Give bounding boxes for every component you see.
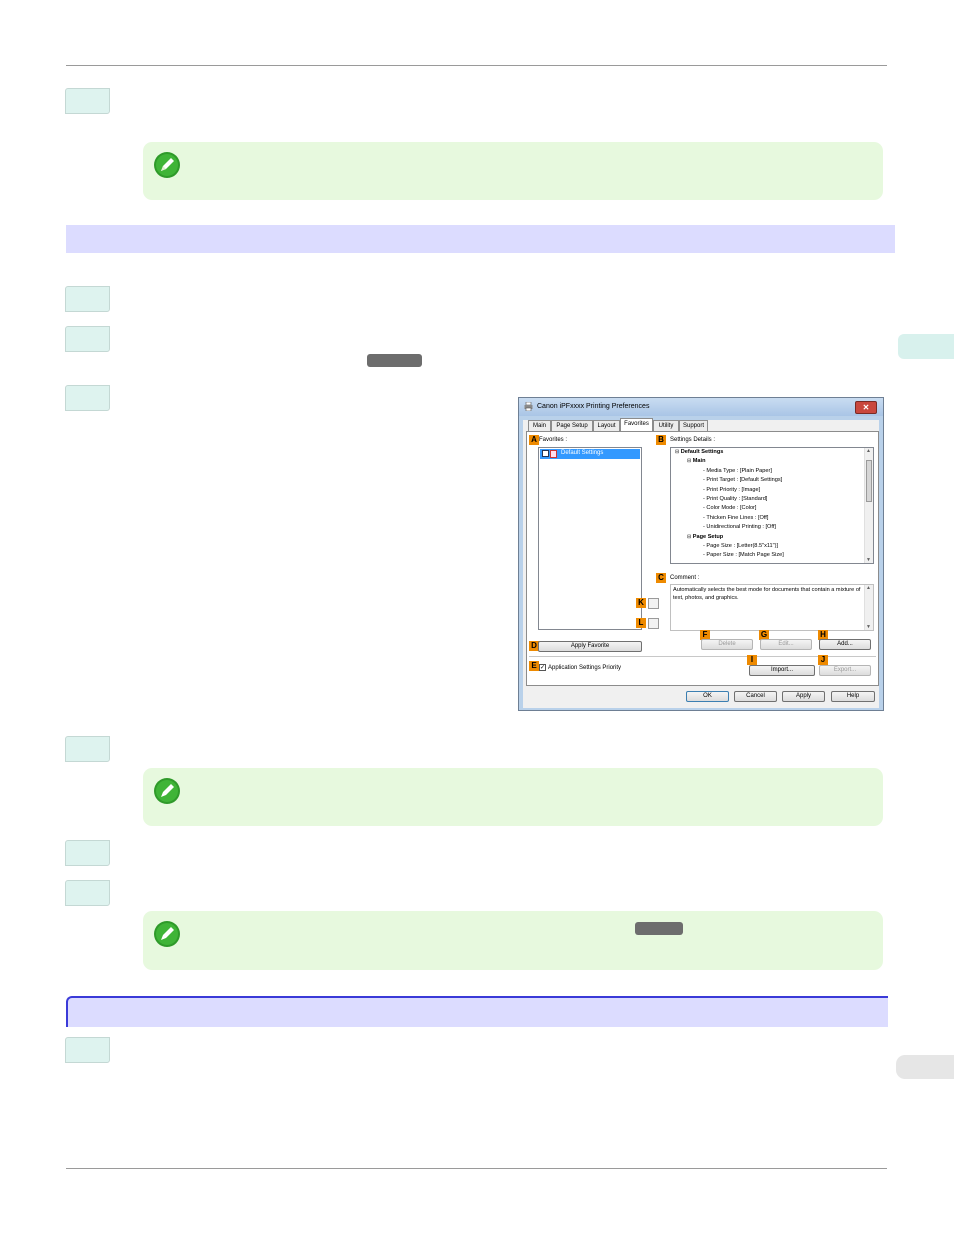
step-number-box [65,88,110,114]
favorite-item-label: Default Settings [561,450,604,456]
note-pencil-icon [154,152,180,178]
tree-leaf: Print Target : [Default Settings] [706,477,783,484]
tab-layout[interactable]: Layout [593,420,620,431]
printer-icon [524,402,533,411]
dialog-titlebar[interactable]: Canon iPFxxxx Printing Preferences ✕ [519,398,883,416]
callout-j: J [818,655,828,665]
note-box [143,911,883,970]
section-header [66,996,888,1027]
comment-scrollbar[interactable]: ▲ ▼ [864,585,873,630]
section-header [66,225,895,253]
cancel-button[interactable]: Cancel [734,691,777,702]
callout-l: L [636,618,646,628]
scroll-thumb[interactable] [866,460,872,502]
help-button[interactable]: Help [831,691,875,702]
note-pencil-icon [154,921,180,947]
favorites-list-item-selected[interactable]: Default Settings [540,449,640,459]
side-index-tab[interactable] [896,1055,954,1079]
comment-box[interactable]: Automatically selects the best mode for … [670,584,874,631]
scroll-down-icon[interactable]: ▼ [866,557,871,563]
step-number-box [65,880,110,906]
tree-node-page-setup[interactable]: Page Setup [692,533,724,540]
import-button[interactable]: Import... [749,665,815,676]
app-settings-priority-checkbox[interactable]: ✓ [539,664,546,671]
callout-d: D [529,641,539,651]
app-settings-priority-label: Application Settings Priority [548,665,622,671]
move-down-icon[interactable] [648,618,659,629]
tree-leaf: Media Type : [Plain Paper] [706,467,772,474]
dialog-title: Canon iPFxxxx Printing Preferences [537,403,650,410]
step-number-box [65,286,110,312]
callout-k: K [636,598,646,608]
tree-node-main[interactable]: Main [692,458,706,465]
side-chapter-tab[interactable] [898,334,954,359]
favorite-item-icon [542,450,549,457]
apply-favorite-button[interactable]: Apply Favorite [538,641,642,652]
callout-b: B [656,435,666,445]
favorites-label: Favorites : [539,437,568,443]
tab-page-setup[interactable]: Page Setup [551,420,593,431]
callout-e: E [529,661,539,671]
tree-leaf: Thicken Fine Lines : [Off] [706,514,769,521]
tree-collapse-icon[interactable]: ⊟ [675,449,680,455]
callout-c: C [656,573,666,583]
tree-content: ⊟ Default Settings ⊟ Main - Media Type :… [675,449,784,559]
note-pencil-icon [154,778,180,804]
favorites-panel: A Favorites : Default Settings K L B Set… [526,431,879,686]
tree-leaf: Print Priority : [Image] [706,486,761,493]
delete-button[interactable]: Delete [701,639,753,650]
printing-preferences-dialog: Canon iPFxxxx Printing Preferences ✕ Mai… [518,397,884,711]
top-rule [66,65,887,66]
reference-badge[interactable] [635,922,683,935]
scroll-up-icon[interactable]: ▲ [866,585,871,591]
export-button[interactable]: Export... [819,665,871,676]
reference-badge[interactable] [367,354,422,367]
tree-leaf: Paper Size : [Match Page Size] [706,552,784,559]
favorite-doc-icon [550,450,557,458]
tab-utility[interactable]: Utility [653,420,679,431]
apply-button[interactable]: Apply [782,691,825,702]
callout-h: H [818,630,828,640]
settings-details-label: Settings Details : [670,437,716,443]
tab-main[interactable]: Main [528,420,551,431]
callout-i: I [747,655,757,665]
callout-a: A [529,435,539,445]
tab-favorites[interactable]: Favorites [620,418,653,431]
dialog-body: Main Page Setup Layout Favorites Utility… [523,418,879,708]
scroll-up-icon[interactable]: ▲ [866,448,871,454]
comment-text: Automatically selects the best mode for … [673,587,861,601]
step-number-box [65,326,110,352]
edit-button[interactable]: Edit... [760,639,812,650]
tree-root[interactable]: Default Settings [680,449,724,455]
tab-support[interactable]: Support [679,420,708,431]
tree-scrollbar[interactable]: ▲ ▼ [864,448,873,563]
scroll-down-icon[interactable]: ▼ [866,624,871,630]
callout-g: G [759,630,769,640]
bottom-rule [66,1168,887,1169]
tree-collapse-icon[interactable]: ⊟ [687,458,692,465]
settings-details-tree[interactable]: ⊟ Default Settings ⊟ Main - Media Type :… [670,447,874,564]
tree-collapse-icon[interactable]: ⊟ [687,533,692,540]
note-box [143,768,883,826]
move-up-icon[interactable] [648,598,659,609]
comment-label: Comment : [670,575,700,581]
callout-f: F [700,630,710,640]
tree-leaf: Color Mode : [Color] [706,505,757,512]
tree-leaf: Page Size : [Letter(8.5"x11")] [706,543,779,550]
step-number-box [65,1037,110,1063]
step-number-box [65,840,110,866]
note-box [143,142,883,200]
ok-button[interactable]: OK [686,691,729,702]
panel-separator [529,656,876,657]
add-button[interactable]: Add... [819,639,871,650]
tree-leaf: Unidirectional Printing : [Off] [706,524,776,531]
step-number-box [65,736,110,762]
favorites-list[interactable]: Default Settings [538,447,642,630]
close-button[interactable]: ✕ [855,401,877,414]
tree-leaf: Print Quality : [Standard] [706,496,768,503]
step-number-box [65,385,110,411]
